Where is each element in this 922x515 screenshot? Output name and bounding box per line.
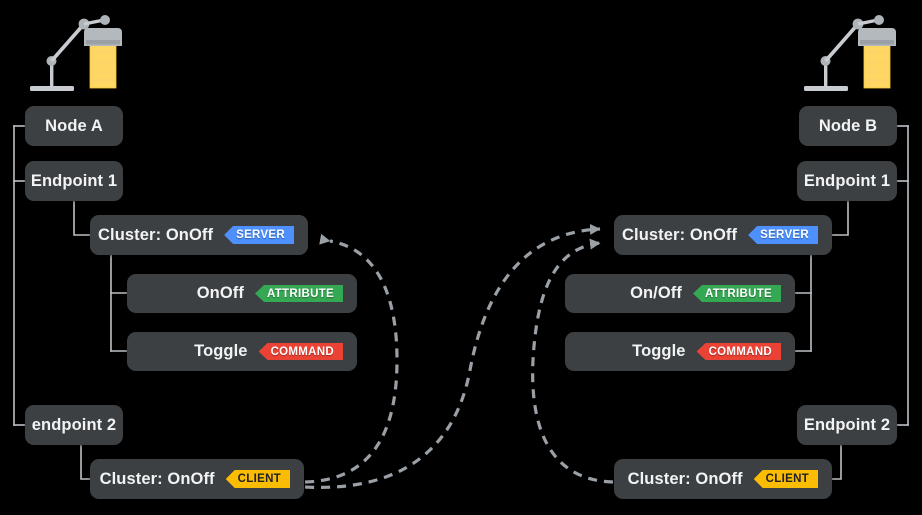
node-a-box[interactable]: Node A	[25, 106, 123, 146]
left-endpoint-2-label: endpoint 2	[31, 415, 117, 434]
left-attribute-label: OnOff	[196, 284, 244, 302]
desk-lamp-icon-right	[804, 15, 896, 91]
left-command-box[interactable]: Toggle COMMAND	[127, 332, 357, 371]
right-command-label: Toggle	[632, 342, 686, 360]
left-endpoint-2-box[interactable]: endpoint 2	[25, 405, 123, 445]
command-badge: COMMAND	[696, 343, 781, 360]
right-attribute-box[interactable]: On/Off ATTRIBUTE	[565, 274, 795, 313]
right-endpoint-1-cluster-label: Cluster: OnOff	[622, 225, 738, 244]
right-endpoint-2-label: Endpoint 2	[803, 415, 891, 434]
client-badge: CLIENT	[753, 470, 818, 488]
right-endpoint-2-cluster-box[interactable]: Cluster: OnOff CLIENT	[614, 459, 832, 499]
desk-lamp-icon-left	[30, 15, 122, 91]
left-endpoint-2-cluster-label: Cluster: OnOff	[99, 469, 215, 488]
right-command-box[interactable]: Toggle COMMAND	[565, 332, 795, 371]
right-endpoint-1-cluster-box[interactable]: Cluster: OnOff SERVER	[614, 215, 832, 255]
attribute-badge: ATTRIBUTE	[254, 285, 343, 302]
left-endpoint-2-cluster-box[interactable]: Cluster: OnOff CLIENT	[90, 459, 304, 499]
left-endpoint-1-cluster-box[interactable]: Cluster: OnOff SERVER	[90, 215, 308, 255]
server-badge: SERVER	[224, 226, 294, 244]
attribute-badge: ATTRIBUTE	[692, 285, 781, 302]
left-endpoint-1-cluster-label: Cluster: OnOff	[98, 225, 214, 244]
right-endpoint-2-cluster-label: Cluster: OnOff	[627, 469, 743, 488]
left-command-label: Toggle	[194, 342, 248, 360]
right-endpoint-1-box[interactable]: Endpoint 1	[797, 161, 897, 201]
node-b-box[interactable]: Node B	[799, 106, 897, 146]
node-a-label: Node A	[45, 116, 103, 135]
server-badge: SERVER	[748, 226, 818, 244]
left-endpoint-1-box[interactable]: Endpoint 1	[25, 161, 123, 201]
right-endpoint-2-box[interactable]: Endpoint 2	[797, 405, 897, 445]
right-attribute-label: On/Off	[630, 284, 682, 302]
node-b-label: Node B	[818, 116, 878, 135]
command-badge: COMMAND	[258, 343, 343, 360]
client-badge: CLIENT	[225, 470, 290, 488]
left-attribute-box[interactable]: OnOff ATTRIBUTE	[127, 274, 357, 313]
right-endpoint-1-label: Endpoint 1	[803, 171, 891, 190]
left-endpoint-1-label: Endpoint 1	[30, 171, 118, 190]
